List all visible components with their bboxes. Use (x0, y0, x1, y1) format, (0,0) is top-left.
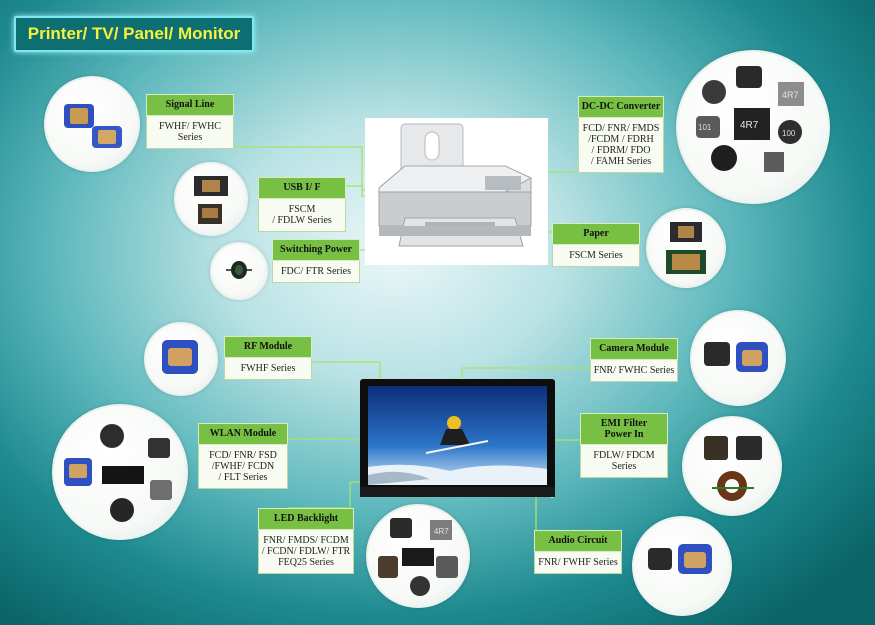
label-usb-body: FSCM / FDLW Series (258, 199, 346, 232)
label-paper: Paper FSCM Series (552, 223, 640, 267)
inductor-pair-icon (648, 544, 712, 574)
label-camera-module-body: FNR/ FWHC Series (590, 360, 678, 382)
led-backlight-components-icon: 4R7 (378, 518, 458, 596)
label-paper-head: Paper (552, 223, 640, 245)
dcdc-marking-a: 4R7 (782, 90, 799, 100)
emi-filter-components-icon (704, 436, 762, 501)
drum-inductor-icon (226, 261, 252, 279)
label-audio-circuit-body: FNR/ FWHF Series (534, 552, 622, 574)
wlan-components-icon (64, 424, 172, 522)
inductor-pair-icon (704, 342, 768, 372)
page-title: Printer/ TV/ Panel/ Monitor (14, 16, 254, 52)
label-signal-line-body: FWHF/ FWHC Series (146, 116, 234, 149)
label-camera-module: Camera Module FNR/ FWHC Series (590, 338, 678, 382)
label-paper-body: FSCM Series (552, 245, 640, 267)
label-dcdc-body: FCD/ FNR/ FMDS /FCDM / FDRH / FDRM/ FDO … (578, 118, 664, 173)
smd-filter-icon (194, 176, 228, 224)
blue-common-mode-choke-icon (162, 340, 198, 374)
label-emi-filter: EMI Filter Power In FDLW/ FDCM Series (580, 413, 668, 478)
circle-audio-circuit-parts (632, 516, 732, 616)
circle-switching-power-parts (210, 242, 268, 300)
circle-wlan-parts (52, 404, 188, 540)
blue-common-mode-choke-icon (64, 104, 122, 148)
label-signal-line-head: Signal Line (146, 94, 234, 116)
label-emi-filter-head: EMI Filter Power In (580, 413, 668, 445)
label-switching-power: Switching Power FDC/ FTR Series (272, 239, 360, 283)
label-emi-filter-body: FDLW/ FDCM Series (580, 445, 668, 478)
dcdc-marking-c: 100 (782, 129, 796, 138)
label-rf-module: RF Module FWHF Series (224, 336, 312, 380)
printer-image (365, 118, 548, 265)
label-audio-circuit: Audio Circuit FNR/ FWHF Series (534, 530, 622, 574)
label-switching-power-body: FDC/ FTR Series (272, 261, 360, 283)
monitor-image (360, 379, 555, 497)
label-rf-module-head: RF Module (224, 336, 312, 358)
dcdc-marking-d: 101 (698, 123, 712, 132)
label-switching-power-head: Switching Power (272, 239, 360, 261)
label-wlan-module: WLAN Module FCD/ FNR/ FSD /FWHF/ FCDN / … (198, 423, 288, 489)
circle-emi-filter-parts (682, 416, 782, 516)
label-usb-head: USB I/ F (258, 177, 346, 199)
label-led-backlight-head: LED Backlight (258, 508, 354, 530)
circle-paper-parts (646, 208, 726, 288)
dcdc-marking-b: 4R7 (740, 120, 759, 131)
circle-signal-line-parts (44, 76, 140, 172)
circle-rf-module-parts (144, 322, 218, 396)
circle-camera-module-parts (690, 310, 786, 406)
circle-usb-parts (174, 162, 248, 236)
label-audio-circuit-head: Audio Circuit (534, 530, 622, 552)
label-wlan-module-head: WLAN Module (198, 423, 288, 445)
circle-dcdc-parts: 4R7 101 4R7 100 (676, 50, 830, 204)
label-rf-module-body: FWHF Series (224, 358, 312, 380)
label-signal-line: Signal Line FWHF/ FWHC Series (146, 94, 234, 149)
label-usb: USB I/ F FSCM / FDLW Series (258, 177, 346, 232)
label-dcdc-head: DC-DC Converter (578, 96, 664, 118)
power-inductors-icon: 4R7 101 4R7 100 (696, 66, 804, 172)
smd-filter-icon (666, 222, 706, 274)
label-led-backlight: LED Backlight FNR/ FMDS/ FCDM / FCDN/ FD… (258, 508, 354, 574)
label-dcdc: DC-DC Converter FCD/ FNR/ FMDS /FCDM / F… (578, 96, 664, 173)
circle-led-backlight-parts: 4R7 (366, 504, 470, 608)
label-led-backlight-body: FNR/ FMDS/ FCDM / FCDN/ FDLW/ FTR FEQ25 … (258, 530, 354, 574)
label-wlan-module-body: FCD/ FNR/ FSD /FWHF/ FCDN / FLT Series (198, 445, 288, 489)
label-camera-module-head: Camera Module (590, 338, 678, 360)
led-marking-a: 4R7 (434, 527, 449, 536)
